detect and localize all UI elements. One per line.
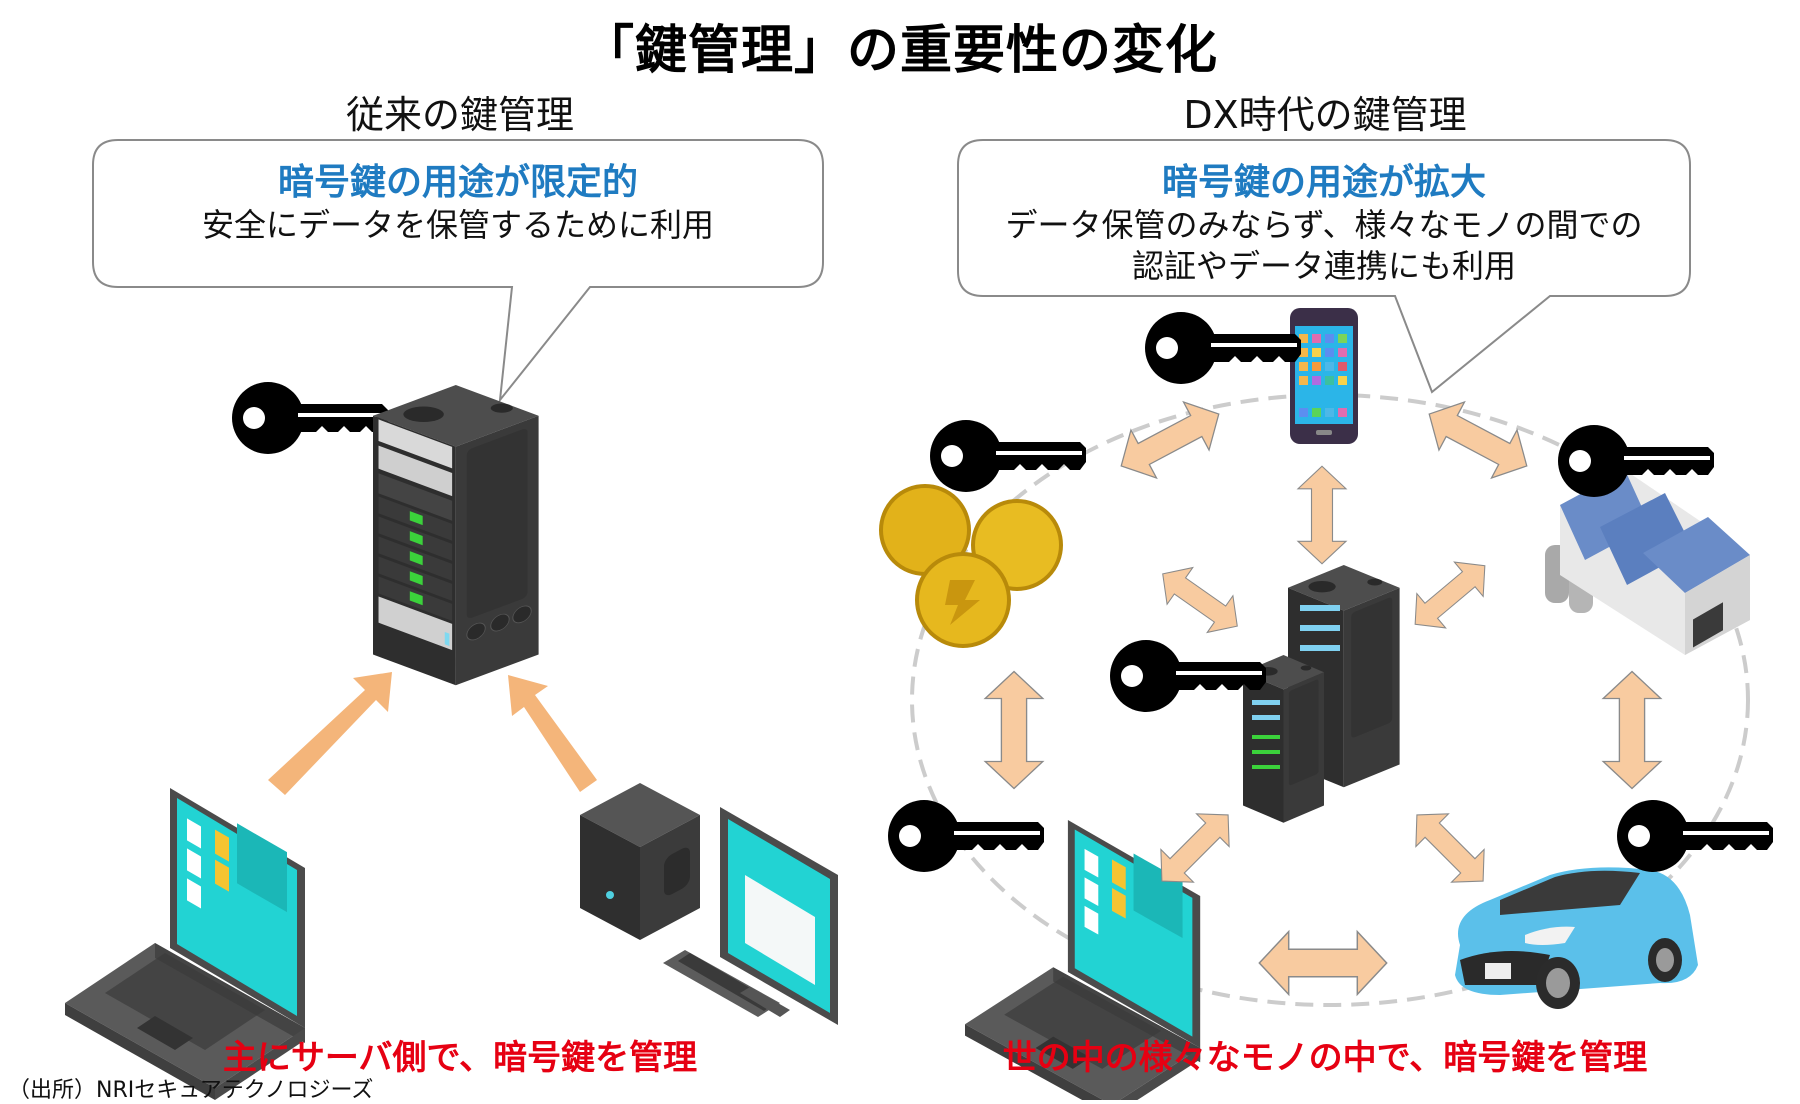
double-arrow-icon (1415, 389, 1541, 491)
key-icon (930, 420, 1086, 492)
key-icon (1110, 640, 1266, 712)
server-rack-icon (373, 385, 539, 686)
arrow-up-right-icon (268, 672, 392, 795)
factory-icon (1545, 470, 1750, 655)
server-cluster-icon (1243, 565, 1400, 823)
key-icon (232, 382, 388, 454)
double-arrow-icon (1602, 670, 1662, 790)
right-callout-title: 暗号鍵の用途が拡大 (1161, 162, 1486, 203)
right-caption: 世の中の様々なモノの中で、暗号鍵を管理 (1002, 1038, 1648, 1078)
source-footer: （出所）NRIセキュアテクノロジーズ (8, 1078, 374, 1103)
double-arrow-icon (1258, 930, 1388, 996)
double-arrow-icon (1107, 389, 1233, 491)
double-arrow-icon (1297, 465, 1347, 565)
page-title: 「鍵管理」の重要性の変化 (581, 21, 1218, 81)
arrow-up-left-icon (508, 675, 597, 792)
key-icon (1617, 800, 1773, 872)
double-arrow-icon (1149, 555, 1251, 645)
car-icon (1455, 867, 1698, 1009)
double-arrow-icon (1400, 798, 1500, 898)
coins-icon (879, 484, 1063, 648)
left-callout (92, 139, 824, 404)
key-icon (888, 800, 1044, 872)
right-callout-body-line1: データ保管のみならず、様々なモノの間での (1005, 206, 1643, 244)
key-icon (1145, 312, 1301, 384)
left-callout-title: 暗号鍵の用途が限定的 (277, 162, 638, 203)
desktop-pc-icon (580, 783, 838, 1025)
double-arrow-icon (1400, 548, 1500, 642)
smartphone-icon (1290, 308, 1358, 444)
left-caption: 主にサーバ側で、暗号鍵を管理 (222, 1038, 698, 1078)
left-callout-body: 安全にデータを保管するために利用 (201, 206, 714, 244)
double-arrow-icon (984, 670, 1044, 790)
right-callout (957, 139, 1691, 394)
left-heading: 従来の鍵管理 (345, 93, 574, 137)
right-heading: DX時代の鍵管理 (1183, 93, 1467, 137)
right-callout-body-line2: 認証やデータ連携にも利用 (1131, 247, 1516, 285)
